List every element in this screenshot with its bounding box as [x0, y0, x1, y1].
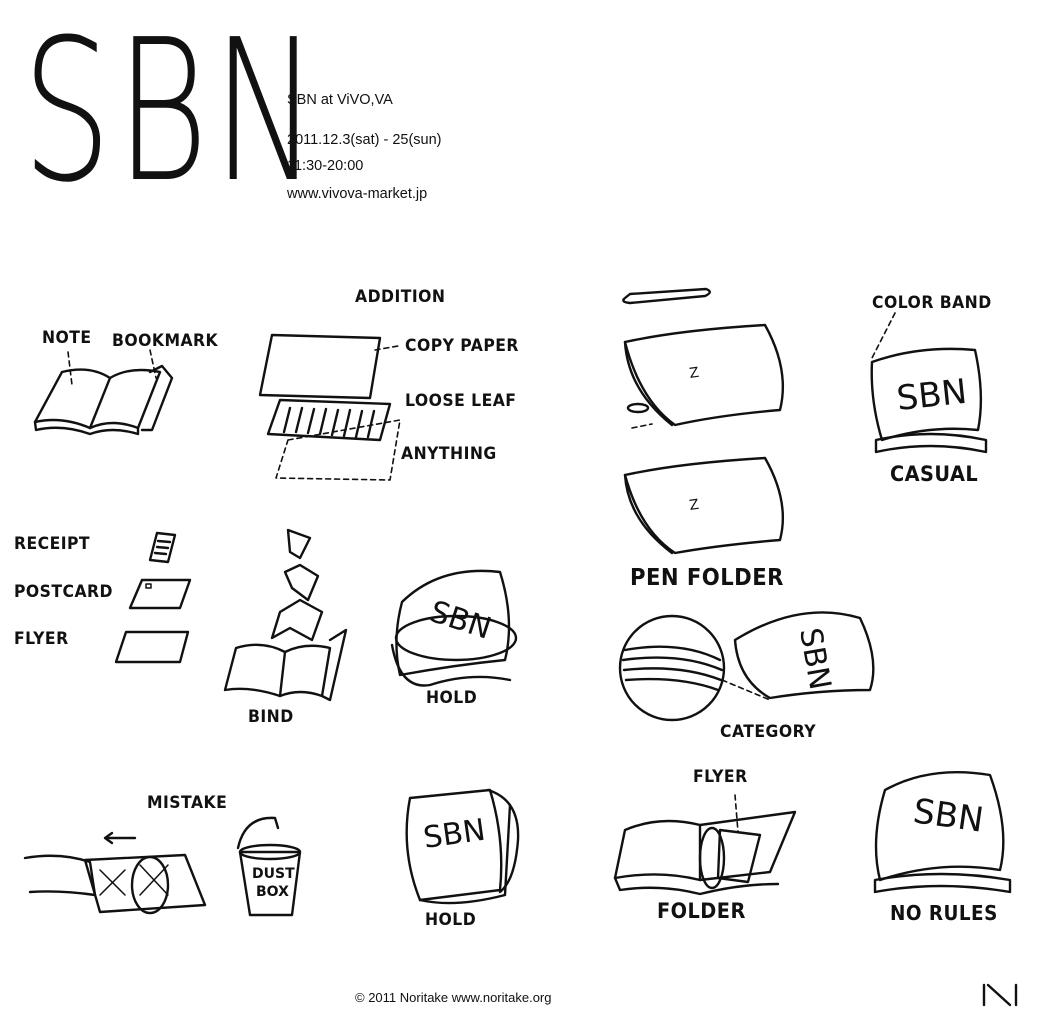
flyer-icon — [114, 630, 190, 664]
poster-title: SBN — [22, 0, 323, 226]
event-website[interactable]: www.vivova-market.jp — [287, 186, 428, 202]
event-hours: 11:30-20:00 — [287, 158, 364, 174]
label-folder: FOLDER — [657, 899, 746, 923]
no-rules-book-illustration: SBN — [873, 770, 1012, 894]
label-note: NOTE — [42, 328, 92, 348]
open-notebook-illustration — [33, 349, 174, 436]
event-name: SBN at ViVO,VA — [287, 92, 393, 108]
label-bookmark: BOOKMARK — [112, 331, 219, 351]
label-addition: ADDITION — [355, 287, 446, 307]
label-flyer-2: FLYER — [693, 767, 748, 787]
pen-illustration — [622, 287, 711, 305]
sketch-stroke-group — [621, 645, 724, 692]
sketch-text: SBN — [426, 594, 496, 646]
label-postcard: POSTCARD — [14, 582, 113, 602]
folder-illustration — [613, 794, 797, 896]
label-hold: HOLD — [426, 688, 478, 708]
sketch-text: SBN — [792, 625, 837, 692]
label-color-band: COLOR BAND — [872, 293, 992, 313]
receipt-icon — [148, 531, 177, 564]
hold-book-2-illustration: SBN — [405, 788, 520, 905]
sketch-text: SBN — [421, 813, 487, 856]
cover-logo-text: Z — [688, 365, 700, 382]
mistake-illustration — [23, 831, 207, 915]
label-flyer: FLYER — [14, 629, 69, 649]
sketch-stroke-group — [282, 406, 376, 439]
postcard-icon — [128, 578, 192, 610]
casual-cover-text: SBN — [895, 372, 969, 419]
bind-illustration — [223, 528, 348, 702]
label-bind: BIND — [248, 707, 294, 727]
casual-book-illustration: SBN — [870, 312, 988, 454]
label-copy-paper: COPY PAPER — [405, 336, 519, 356]
category-illustration: SBN — [618, 611, 875, 722]
label-anything: ANYTHING — [401, 444, 497, 464]
label-receipt: RECEIPT — [14, 534, 91, 554]
label-pen-folder: PEN FOLDER — [630, 565, 784, 591]
footer-copyright: © 2011 Noritake www.noritake.org — [355, 990, 552, 1005]
sketch-text: BOX — [256, 884, 289, 900]
noritake-logo — [982, 983, 1018, 1007]
event-dates: 2011.12.3(sat) - 25(sun) — [287, 132, 442, 148]
label-mistake: MISTAKE — [147, 793, 228, 813]
label-category: CATEGORY — [720, 722, 817, 742]
hold-book-illustration: SBN — [390, 569, 518, 687]
pen-folder-book-closed: Z — [623, 456, 785, 555]
label-casual: CASUAL — [890, 462, 979, 486]
sketch-text: Z — [688, 497, 700, 514]
label-no-rules: NO RULES — [890, 901, 998, 925]
no-rules-cover-text: SBN — [911, 791, 986, 840]
sketch-stroke-group — [153, 539, 172, 556]
addition-papers-illustration — [258, 333, 401, 481]
sketch-text: DUST — [252, 866, 295, 882]
dust-box-illustration: DUST BOX — [236, 816, 302, 917]
label-hold-2: HOLD — [425, 910, 477, 930]
pen-folder-book-open: Z — [623, 323, 785, 429]
label-loose-leaf: LOOSE LEAF — [405, 391, 517, 411]
